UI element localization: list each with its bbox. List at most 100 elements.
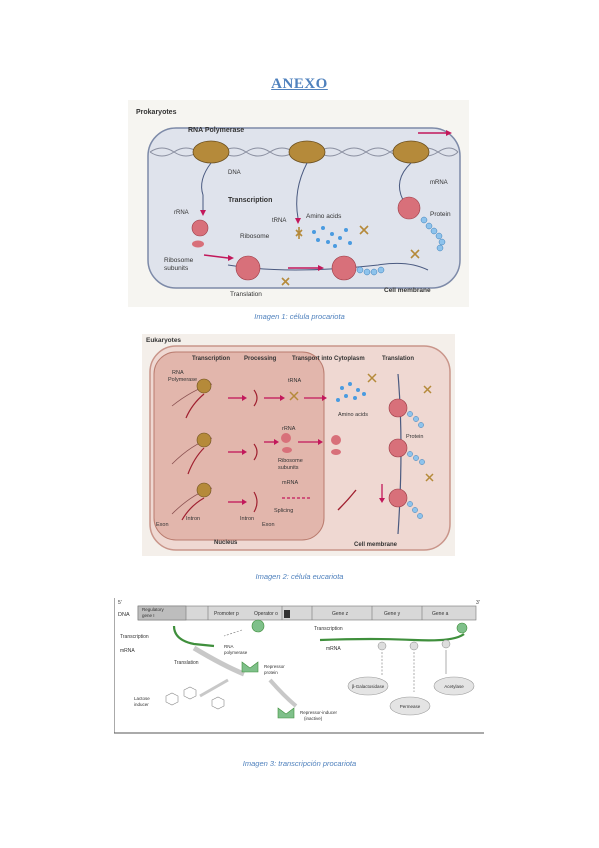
cell-body bbox=[147, 127, 461, 289]
label-regulatory: Regulatory bbox=[142, 607, 165, 612]
label-dna: DNA bbox=[228, 170, 241, 176]
polymerase-icon bbox=[392, 140, 430, 164]
row-rrna bbox=[171, 432, 341, 475]
label-rrna: rRNA bbox=[174, 210, 189, 216]
label-protein: Protein bbox=[406, 434, 423, 440]
label-repressor-inducer: Repressor-inducer bbox=[300, 710, 338, 715]
figure-lac-operon: 5' 3' DNA Regulatory gene I Promoter p O… bbox=[113, 596, 484, 734]
label-splicing: Splicing bbox=[274, 508, 293, 514]
label-rrna: rRNA bbox=[282, 426, 296, 432]
page-title: ANEXO bbox=[271, 76, 328, 92]
ribosome-icon bbox=[331, 255, 357, 281]
repressor-inducer-icon bbox=[277, 707, 295, 719]
label-five-prime: 5' bbox=[118, 600, 122, 606]
label-promoter: Promoter p bbox=[214, 611, 239, 617]
label-amino-acids: Amino acids bbox=[306, 213, 342, 220]
label-ribosome-subunits: Ribosome bbox=[164, 257, 194, 264]
label-repressor-2: protein bbox=[264, 670, 278, 675]
label-nucleus: Nucleus bbox=[214, 540, 238, 546]
enzyme-beta-gal bbox=[347, 676, 389, 696]
label-mrna-right: mRNA bbox=[326, 646, 341, 652]
mrna-regulatory bbox=[172, 625, 215, 648]
label-gene-a: Gene a bbox=[432, 611, 449, 617]
label-mrna: mRNA bbox=[120, 648, 135, 654]
label-acetylase: Acetylase bbox=[444, 684, 464, 689]
label-processing: Processing bbox=[244, 356, 277, 362]
ribosome-icon bbox=[388, 488, 408, 508]
polymerase-icon bbox=[192, 140, 230, 164]
label-polymerase: Polymerase bbox=[168, 377, 197, 383]
label-transcription-right: Transcription bbox=[314, 626, 343, 632]
label-trna: tRNA bbox=[288, 378, 301, 384]
label-rna-polymerase-2: polymerase bbox=[224, 650, 248, 655]
amino-acids-icon bbox=[312, 226, 352, 248]
label-beta-gal: β-Galactosidase bbox=[352, 684, 385, 689]
caption-figure-1: Imagen 1: célula procariota bbox=[254, 312, 345, 321]
label-rna-polymerase: RNA Polymerase bbox=[188, 127, 244, 134]
polymerase-icon bbox=[196, 432, 212, 448]
ribosome-icon bbox=[191, 219, 209, 237]
rrna-strand bbox=[201, 162, 212, 210]
label-lactose-2: inducer bbox=[134, 702, 149, 707]
protein-chain bbox=[420, 216, 446, 252]
ribosome-icon bbox=[388, 398, 408, 418]
label-three-prime: 3' bbox=[476, 600, 480, 606]
ribosome-icon bbox=[388, 438, 408, 458]
label-repressor-inducer-2: (inactive) bbox=[304, 716, 323, 721]
polymerase-icon bbox=[196, 482, 212, 498]
label-translation: Translation bbox=[382, 356, 414, 362]
label-repressor: Repressor bbox=[264, 664, 285, 669]
label-transport: Transport into Cytoplasm bbox=[292, 356, 365, 362]
amino-acids-icon bbox=[336, 382, 366, 402]
lactose-icon bbox=[165, 686, 225, 710]
label-gene-z: Gene z bbox=[332, 611, 349, 617]
eukaryote-diagram: Eukaryotes Transcription Processing Tran… bbox=[142, 334, 455, 556]
panel-title: Prokaryotes bbox=[136, 109, 177, 116]
lac-operon-diagram: 5' 3' DNA Regulatory gene I Promoter p O… bbox=[113, 596, 484, 734]
repressor-icon bbox=[241, 661, 259, 673]
label-dna: DNA bbox=[118, 612, 130, 618]
label-ribosome-subunits: Ribosome bbox=[278, 458, 303, 464]
label-regulatory-2: gene I bbox=[142, 613, 155, 618]
label-translation: Translation bbox=[174, 660, 199, 666]
ribosome-icon bbox=[397, 196, 421, 220]
label-operator: Operator o bbox=[254, 611, 278, 617]
polymerase-icon bbox=[288, 140, 326, 164]
label-transcription: Transcription bbox=[192, 356, 230, 362]
label-cell-membrane: Cell membrane bbox=[354, 542, 398, 548]
label-rna-polymerase: RNA bbox=[224, 644, 234, 649]
label-gene-y: Gene y bbox=[384, 611, 401, 617]
panel-title: Eukaryotes bbox=[146, 337, 181, 344]
polymerase-icon bbox=[196, 378, 212, 394]
label-exon: Exon bbox=[156, 522, 169, 528]
label-translation: Translation bbox=[230, 291, 262, 298]
mrna-structural bbox=[319, 633, 465, 642]
label-mrna: mRNA bbox=[282, 480, 299, 486]
label-permease: Permease bbox=[400, 704, 421, 709]
caption-figure-3: Imagen 3: transcripción procariota bbox=[242, 759, 357, 768]
trna-icon bbox=[289, 391, 299, 401]
figure-prokaryotes: Prokaryotes RNA Polymerase DNA Transcrip… bbox=[128, 100, 469, 307]
figure-eukaryotes: Eukaryotes Transcription Processing Tran… bbox=[142, 334, 455, 556]
label-amino-acids: Amino acids bbox=[338, 412, 368, 418]
label-rna: RNA bbox=[172, 370, 184, 376]
polymerase-icon bbox=[456, 622, 468, 634]
enzyme-acetylase bbox=[433, 676, 475, 696]
label-trna: tRNA bbox=[272, 218, 286, 224]
caption-figure-2: Imagen 2: célula eucariota bbox=[255, 572, 344, 581]
label-cell-membrane: Cell membrane bbox=[384, 287, 431, 294]
label-transcription: Transcription bbox=[228, 197, 272, 204]
label-intron-2: Intron bbox=[240, 516, 254, 522]
dna-bar bbox=[137, 605, 477, 621]
label-mrna: mRNA bbox=[430, 180, 448, 186]
ribosome-icon bbox=[235, 255, 261, 281]
prokaryote-diagram: Prokaryotes RNA Polymerase DNA Transcrip… bbox=[128, 100, 469, 307]
label-intron: Intron bbox=[186, 516, 200, 522]
label-ribosome-subunits-2: subunits bbox=[164, 265, 189, 272]
row-mrna bbox=[171, 482, 357, 521]
label-protein: Protein bbox=[430, 211, 451, 218]
label-ribosome-subunits-2: subunits bbox=[278, 465, 299, 471]
label-transcription: Transcription bbox=[120, 634, 149, 640]
polymerase-icon bbox=[251, 619, 265, 633]
ribosome-icon bbox=[281, 433, 291, 443]
